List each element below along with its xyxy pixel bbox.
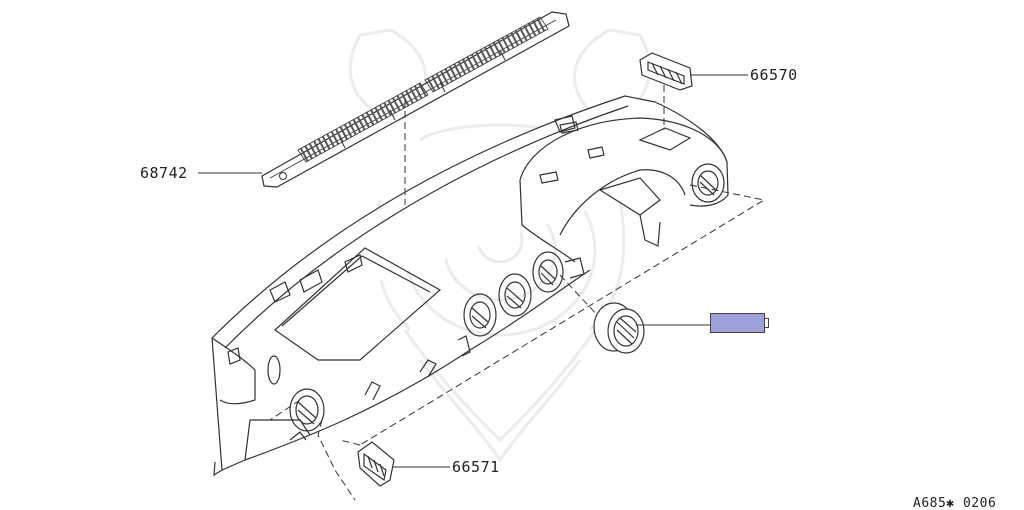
vent-66571-part — [357, 441, 395, 487]
highlighted-part-label[interactable] — [710, 313, 765, 333]
callout-leaders — [198, 74, 748, 468]
reference-dashed-lines — [269, 85, 766, 501]
highlighted-part-label-tab — [765, 318, 769, 328]
diagram-code: A685✱ 0206 — [913, 496, 997, 510]
defroster-grille — [261, 11, 570, 188]
callout-66570: 66570 — [750, 66, 798, 84]
vent-66570-part — [639, 52, 693, 91]
callout-66571: 66571 — [452, 458, 500, 476]
round-vent-part — [593, 302, 645, 354]
instrument-panel — [211, 95, 729, 477]
callout-68742: 68742 — [140, 164, 188, 182]
